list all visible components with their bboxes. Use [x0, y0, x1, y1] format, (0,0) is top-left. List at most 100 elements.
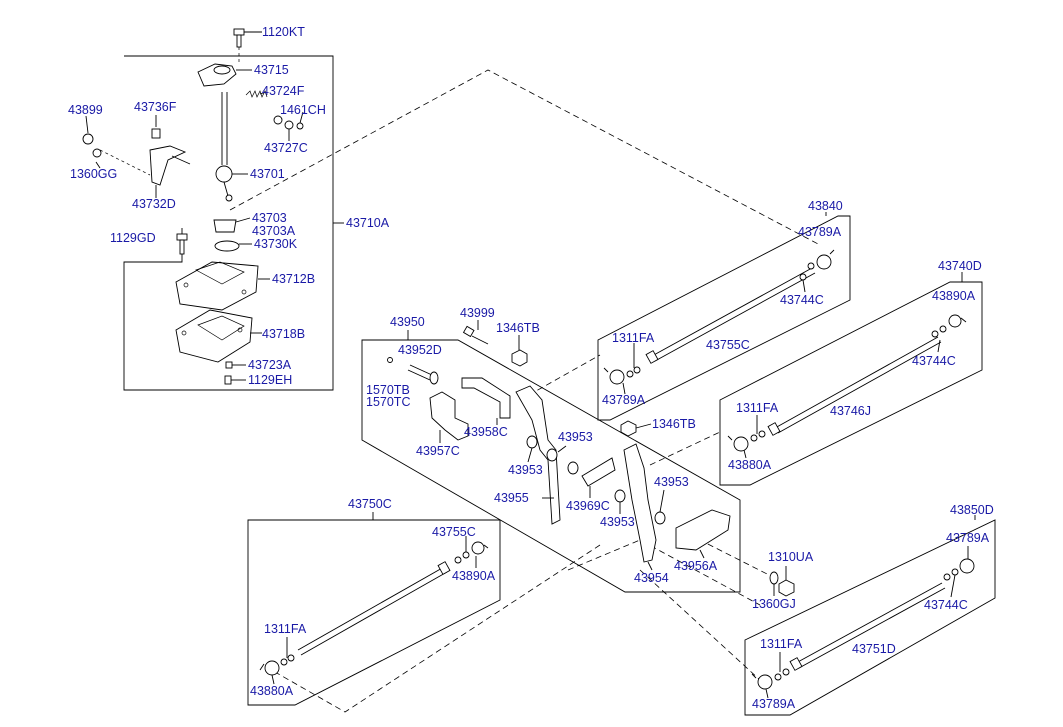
label-43755c-2: 43755C: [432, 525, 476, 539]
label-43880a-1: 43880A: [728, 458, 772, 472]
label-43789a-1: 43789A: [798, 225, 842, 239]
label-1346tb-1: 1346TB: [496, 321, 540, 335]
dash-bracket-to-43740d: [649, 431, 721, 466]
label-43840: 43840: [808, 199, 843, 213]
label-1461ch: 1461CH: [280, 103, 326, 117]
bolt-1120kt: [233, 28, 245, 48]
label-43727c: 43727C: [264, 141, 308, 155]
ball-joint-43890a-top: [939, 314, 967, 333]
label-43953-1: 43953: [558, 430, 593, 444]
bushing-43703: [213, 219, 237, 233]
label-1120kt: 1120KT: [262, 25, 305, 39]
label-43715: 43715: [254, 63, 289, 77]
bushing-43736f: [151, 128, 161, 139]
clip-43744c-top: [799, 273, 807, 281]
label-43953-4: 43953: [600, 515, 635, 529]
ball-joint-43880a-bottom: [259, 654, 295, 676]
label-1311fa-1: 1311FA: [612, 331, 655, 345]
label-43703a: 43703A: [252, 224, 296, 238]
label-43730k: 43730K: [254, 237, 298, 251]
dash-43880a-to-43850d: [639, 569, 761, 681]
label-1129gd: 1129GD: [110, 231, 156, 245]
dash-lever-to-43840: [229, 69, 821, 246]
label-43789a-3: 43789A: [946, 531, 990, 545]
label-43732d: 43732D: [132, 197, 176, 211]
housing-43715: [197, 63, 237, 87]
bracket-43957c: [429, 391, 469, 441]
bolt-1129gd: [176, 233, 188, 255]
label-1311fa-2: 1311FA: [736, 401, 779, 415]
label-43950: 43950: [390, 315, 425, 329]
label-1570tc: 1570TC: [366, 395, 410, 409]
label-43724f: 43724F: [262, 84, 305, 98]
label-43890a-2: 43890A: [452, 569, 496, 583]
part-labels: 1120KT 43715 43724F 1461CH 43727C 43736F…: [68, 25, 994, 711]
label-1570tb: 1570TB: [366, 383, 410, 397]
clip-43744c-mid: [931, 330, 939, 338]
frame-43950: [361, 339, 741, 593]
label-43789a-4: 43789A: [752, 697, 796, 711]
bracket-43958c: [461, 377, 511, 419]
label-43750c: 43750C: [348, 497, 392, 511]
label-43718b: 43718B: [262, 327, 305, 341]
rod-43746j: [767, 336, 942, 436]
label-43957c: 43957C: [416, 444, 460, 458]
rod-43751d: [789, 582, 946, 671]
bushing-43953-c: [567, 461, 579, 475]
nut-1310ua: [778, 579, 795, 597]
lever-43954: [623, 443, 657, 563]
bolt-1129eh: [224, 375, 232, 385]
nut-1346tb-mid: [620, 420, 637, 437]
label-43954: 43954: [634, 571, 669, 585]
bushing-43953-d: [614, 489, 626, 503]
lever-43732d: [149, 145, 187, 186]
label-43955: 43955: [494, 491, 529, 505]
label-43746j: 43746J: [830, 404, 871, 418]
label-43899: 43899: [68, 103, 103, 117]
plate-43956a: [675, 509, 731, 551]
label-1311fa-3: 1311FA: [264, 622, 307, 636]
label-43850d: 43850D: [950, 503, 994, 517]
ball-joint-43789a-lower-left: [751, 668, 790, 690]
frame-43750c: [247, 519, 501, 706]
label-1346tb-2: 1346TB: [652, 417, 696, 431]
ball-joint-43789a-bottom: [603, 366, 641, 385]
label-43701: 43701: [250, 167, 285, 181]
plate-43969c: [581, 457, 616, 487]
label-43969c: 43969C: [566, 499, 610, 513]
bushing-43953-a: [526, 435, 538, 449]
nut-43899: [82, 133, 94, 145]
plate-43712b: [175, 261, 259, 311]
label-43740d: 43740D: [938, 259, 982, 273]
label-1310ua: 1310UA: [768, 550, 814, 564]
clip-1570tb: [387, 357, 393, 363]
label-1129eh: 1129EH: [248, 373, 292, 387]
label-43880a-2: 43880A: [250, 684, 294, 698]
label-43744c-3: 43744C: [924, 598, 968, 612]
label-43958c: 43958C: [464, 425, 508, 439]
bushing-43953-b: [546, 448, 558, 462]
label-43999: 43999: [460, 306, 495, 320]
frame-43740d: [719, 281, 983, 486]
label-43712b: 43712B: [272, 272, 315, 286]
washer-1360gj: [769, 571, 779, 585]
label-43953-3: 43953: [654, 475, 689, 489]
label-1311fa-4: 1311FA: [760, 637, 803, 651]
dash-bracket-to-43750c: [274, 544, 601, 713]
washer-43727c: [284, 120, 294, 130]
pin-43952d: [407, 364, 439, 385]
dash-bracket-to-43850d: [567, 539, 761, 606]
label-43956a: 43956A: [674, 559, 718, 573]
rod-43750c: [297, 561, 451, 656]
ring-43730k: [214, 240, 240, 252]
nut-43724f: [273, 115, 283, 125]
nut-1346tb-top: [511, 349, 528, 367]
label-1360gg: 1360GG: [70, 167, 117, 181]
ball-joint-43880a-top: [727, 430, 766, 452]
bushing-43953-e: [654, 511, 666, 525]
label-43952d: 43952D: [398, 343, 442, 357]
rod-43755c: [645, 267, 816, 364]
frame-43840: [597, 215, 851, 421]
label-1360gj: 1360GJ: [752, 597, 796, 611]
